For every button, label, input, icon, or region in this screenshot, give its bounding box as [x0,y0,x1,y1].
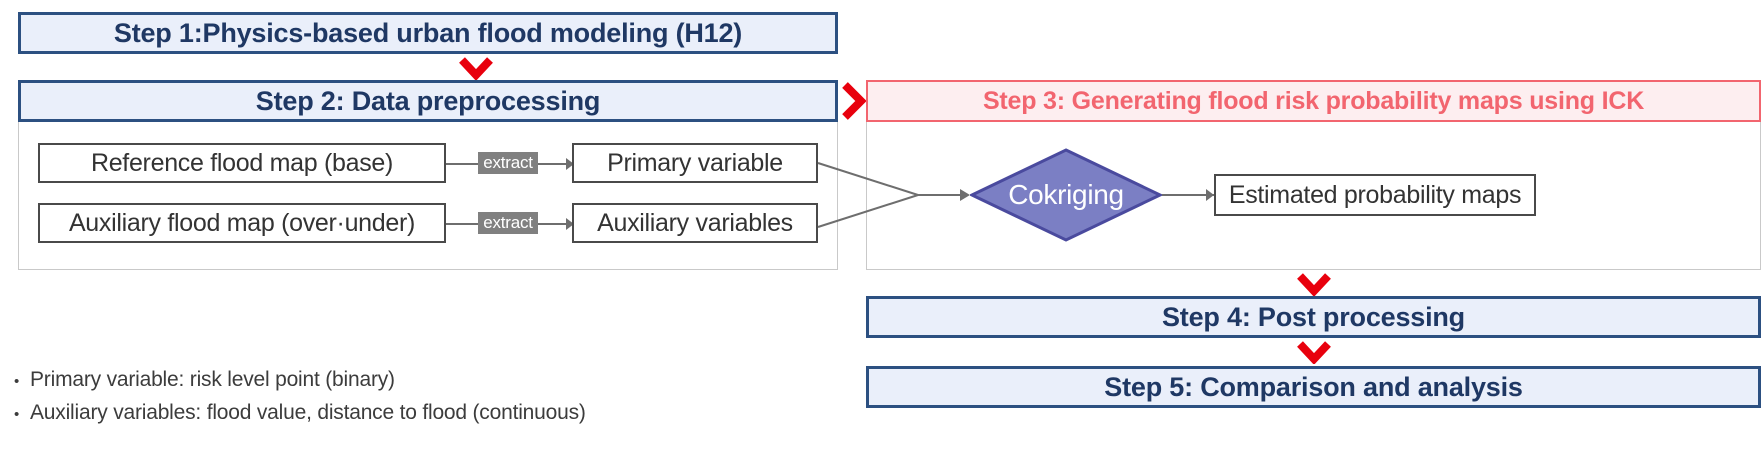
estimated-probability-maps-label: Estimated probability maps [1228,180,1522,209]
auxiliary-variables-box: Auxiliary variables [572,203,818,243]
reference-flood-map-box: Reference flood map (base) [38,143,446,183]
step5-title: Step 5: Comparison and analysis [1104,371,1523,402]
step2-banner: Step 2: Data preprocessing [18,80,838,122]
list-item: • Primary variable: risk level point (bi… [14,368,734,392]
auxiliary-flood-map-box: Auxiliary flood map (over·under) [38,203,446,243]
extract-tag-auxiliary-label: extract [483,213,533,232]
step2-title: Step 2: Data preprocessing [255,85,601,116]
notes-list: • Primary variable: risk level point (bi… [14,368,734,434]
note-primary-variable: Primary variable: risk level point (bina… [30,368,395,391]
extract-tag-primary: extract [478,152,538,174]
step5-banner: Step 5: Comparison and analysis [866,366,1761,408]
primary-variable-box: Primary variable [572,143,818,183]
reference-flood-map-label: Reference flood map (base) [90,148,394,177]
auxiliary-flood-map-label: Auxiliary flood map (over·under) [68,208,416,237]
estimated-probability-maps-box: Estimated probability maps [1214,174,1536,216]
step4-title: Step 4: Post processing [1162,301,1465,332]
chevron-right-icon-step2-step3 [840,81,866,121]
chevron-down-icon-step3-step4 [1296,272,1332,296]
cokriging-diamond: Cokriging [970,148,1162,242]
chevron-down-icon-step4-step5 [1296,340,1332,364]
step4-banner: Step 4: Post processing [866,296,1761,338]
extract-tag-auxiliary: extract [478,212,538,234]
extract-tag-primary-label: extract [483,153,533,172]
list-item: • Auxiliary variables: flood value, dist… [14,401,734,425]
step1-title: Step 1:Physics-based urban flood modelin… [113,17,743,48]
bullet-icon: • [14,406,20,423]
bullet-icon: • [14,373,20,390]
chevron-down-icon-step1-step2 [458,56,494,80]
step3-title: Step 3: Generating flood risk probabilit… [982,86,1645,115]
auxiliary-variables-label: Auxiliary variables [597,208,793,237]
step3-banner: Step 3: Generating flood risk probabilit… [866,80,1761,122]
step1-banner: Step 1:Physics-based urban flood modelin… [18,12,838,54]
note-auxiliary-variables: Auxiliary variables: flood value, distan… [30,401,586,424]
primary-variable-label: Primary variable [607,148,783,177]
